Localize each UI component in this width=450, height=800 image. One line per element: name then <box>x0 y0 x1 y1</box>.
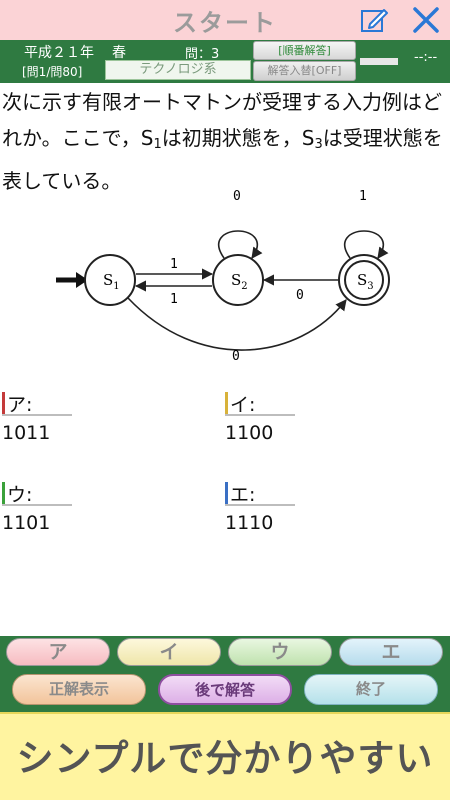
exam-season: 春 <box>112 45 126 61</box>
choice-u-mark <box>2 482 5 504</box>
choice-e-value: 1110 <box>225 512 274 534</box>
choice-i-mark <box>225 392 228 414</box>
question-progress: [問1/問80] <box>22 65 83 79</box>
answer-button-a[interactable]: ア <box>6 638 110 666</box>
exam-year: 平成２１年 <box>24 45 94 61</box>
automaton-diagram: S1 S2 S3 1 1 0 1 0 0 <box>56 189 390 362</box>
edge-s1-s3-label: 0 <box>232 349 240 362</box>
show-answer-button[interactable]: 正解表示 <box>12 674 146 705</box>
state-s3-label: S3 <box>357 271 374 292</box>
choice-a-value: 1011 <box>2 422 51 444</box>
banner-text: シンプルで分かりやすい <box>16 737 434 780</box>
state-s3 <box>338 254 390 306</box>
answer-button-u[interactable]: ウ <box>228 638 332 666</box>
start-arrow <box>56 272 88 288</box>
edge-s1-s3 <box>127 297 347 351</box>
state-s3-inner <box>344 260 384 300</box>
question-text: 次に示す有限オートマトンが受理する入力例はどれか。ここで，S1は初期状態を，S3… <box>2 90 443 193</box>
choice-e-label: エ: <box>225 482 295 506</box>
progress-bar <box>360 58 398 65</box>
state-s1-label: S1 <box>103 271 120 292</box>
edge-s2-loop-label: 0 <box>233 189 241 204</box>
edge-s3-loop-label: 1 <box>359 189 367 204</box>
category-label: テクノロジ系 <box>105 60 251 80</box>
edge-s1-s2-label: 1 <box>170 257 178 272</box>
info-bar: 平成２１年 春 問：3 [問1/問80] テクノロジ系 [順番解答] 解答入替[… <box>0 40 450 83</box>
choice-a-label: ア: <box>2 392 72 416</box>
end-button[interactable]: 終了 <box>304 674 438 705</box>
state-s2-label: S2 <box>231 271 248 292</box>
title-bar: スタート <box>0 0 450 40</box>
edge-s2-loop <box>217 230 263 259</box>
choice-e-mark <box>225 482 228 504</box>
answer-button-i[interactable]: イ <box>117 638 221 666</box>
answer-button-e[interactable]: エ <box>339 638 443 666</box>
choice-a-mark <box>2 392 5 414</box>
choice-u-label: ウ: <box>2 482 72 506</box>
close-icon[interactable] <box>410 4 442 36</box>
choice-i-value: 1100 <box>225 422 274 444</box>
page-title: スタート <box>173 9 277 37</box>
state-s1 <box>84 254 136 306</box>
timer: --:-- <box>414 50 438 65</box>
edge-s3-s2-label: 0 <box>296 288 304 303</box>
choice-i-label: イ: <box>225 392 295 416</box>
question-number: 問：3 <box>185 47 220 62</box>
edit-icon[interactable] <box>360 6 390 34</box>
edge-s2-s1-label: 1 <box>170 292 178 307</box>
promo-banner: シンプルで分かりやすい <box>0 712 450 800</box>
choice-u-value: 1101 <box>2 512 51 534</box>
edge-s3-loop <box>343 230 389 259</box>
answer-later-button[interactable]: 後で解答 <box>158 674 292 705</box>
order-mode-button[interactable]: [順番解答] <box>253 41 356 60</box>
answer-swap-button[interactable]: 解答入替[OFF] <box>253 61 356 81</box>
